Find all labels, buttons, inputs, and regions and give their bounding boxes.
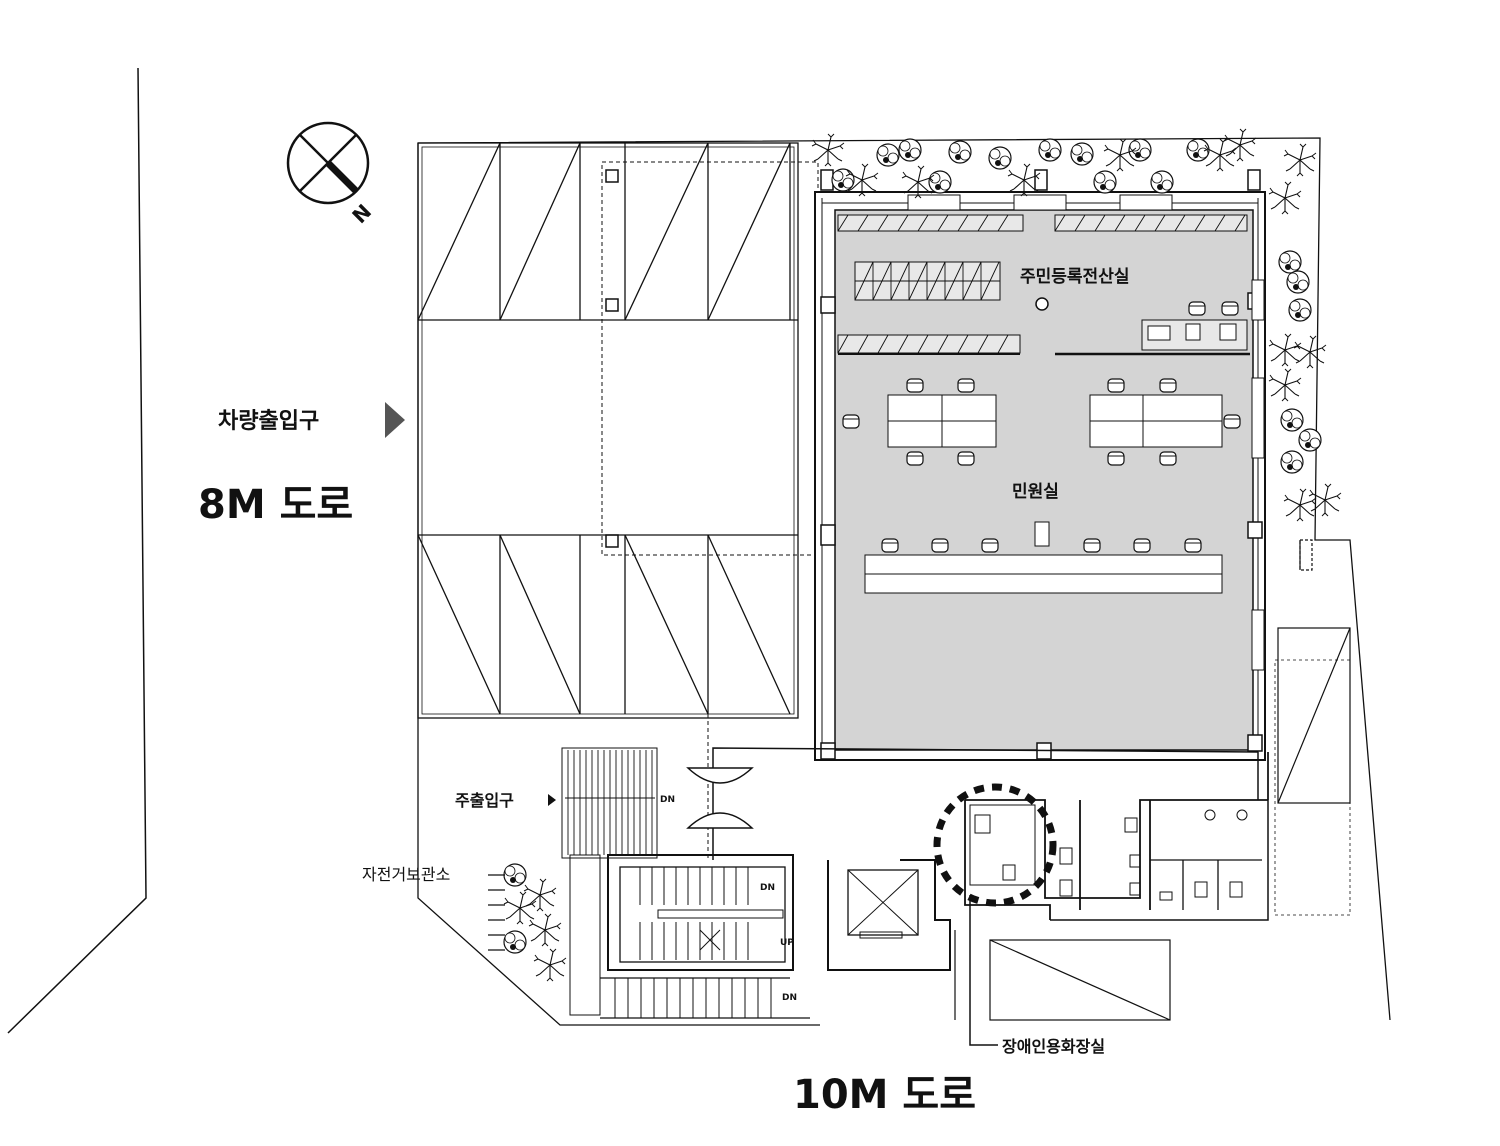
bicycle-storage-label: 자전거보관소: [362, 865, 450, 884]
main-entrance-label: 주출입구: [455, 791, 514, 810]
stair-label-up: UP: [780, 938, 794, 948]
equipment-counter: [1141, 319, 1248, 351]
stair-label-dn-1: DN: [760, 883, 775, 893]
column-marker-round: [1035, 297, 1049, 311]
accessible-toilet-leader: [969, 895, 998, 1046]
stair-label-dn-2: DN: [782, 993, 797, 1003]
lower-core: [561, 747, 1269, 921]
elevator-core: [827, 859, 951, 971]
south-road-label: 10M 도로: [793, 1072, 976, 1118]
parking-area: [417, 142, 819, 860]
east-annex: [1274, 539, 1351, 916]
north-label: N: [347, 199, 376, 228]
south-parking-bay: [954, 930, 1171, 1021]
room-resident-registration: 주민등록전산실: [1020, 267, 1129, 287]
storage-racks: [837, 214, 1248, 354]
vehicle-entrance-arrow: [385, 402, 405, 438]
west-road-boundary: [7, 67, 147, 1034]
site-boundary: [417, 137, 1391, 1021]
west-road-label: 8M 도로: [198, 482, 353, 528]
room-civil-service: 민원실: [1012, 482, 1059, 502]
accessible-toilet-highlight: [933, 783, 1057, 907]
stair-core: [569, 854, 810, 1019]
stair-label-dn-3: DN: [660, 795, 675, 805]
north-compass: N: [286, 121, 376, 228]
main-entrance-arrow: [548, 794, 556, 806]
accessible-toilet-label: 장애인용화장실: [1002, 1037, 1105, 1056]
vehicle-entrance-label: 차량출입구: [218, 409, 319, 434]
bicycle-storage: [488, 863, 567, 982]
office-desks: [864, 394, 1223, 594]
building-outline: [814, 169, 1266, 761]
